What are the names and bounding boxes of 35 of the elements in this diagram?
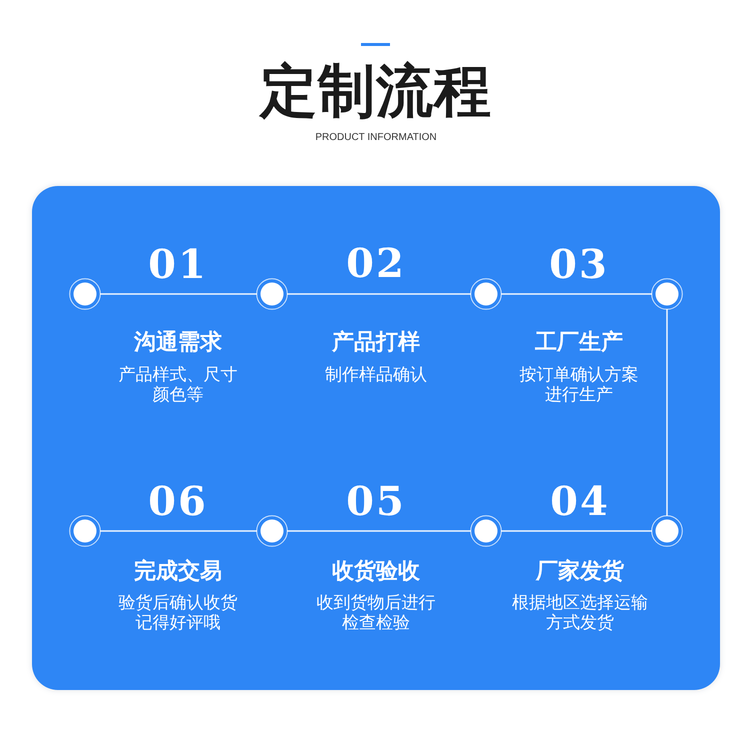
step-description: 按订单确认方案进行生产 xyxy=(518,365,640,405)
timeline-dot-icon xyxy=(256,278,288,310)
step-title: 工厂生产 xyxy=(535,330,623,356)
step-number: 06 xyxy=(148,480,208,524)
step-description: 产品样式、尺寸颜色等 xyxy=(118,365,238,405)
timeline-dot-icon xyxy=(69,278,101,310)
timeline-dot-icon xyxy=(470,278,502,310)
step-description: 根据地区选择运输方式发货 xyxy=(511,593,649,633)
connector-line xyxy=(501,530,652,532)
step-title: 沟通需求 xyxy=(134,330,222,356)
subtitle: PRODUCT INFORMATION xyxy=(315,132,437,144)
timeline-dot-icon xyxy=(69,515,101,547)
title: 定制流程 xyxy=(260,60,492,124)
step-description: 制作样品确认 xyxy=(325,365,427,385)
step-description: 收到货物后进行检查检验 xyxy=(316,593,436,633)
step-number: 04 xyxy=(550,480,610,524)
timeline-dot-icon xyxy=(256,515,288,547)
step-number: 01 xyxy=(148,243,208,287)
step-number: 02 xyxy=(346,242,406,286)
step-title: 收货验收 xyxy=(332,558,420,586)
connector-line xyxy=(100,530,257,532)
timeline-dot-icon xyxy=(651,515,683,547)
step-number: 03 xyxy=(549,243,609,287)
connector-line xyxy=(287,293,471,295)
step-number: 05 xyxy=(346,480,406,524)
connector-line xyxy=(501,293,652,295)
connector-line xyxy=(100,293,257,295)
timeline-dot-icon xyxy=(651,278,683,310)
connector-line xyxy=(287,530,471,532)
connector-line xyxy=(666,309,668,516)
timeline-dot-icon xyxy=(470,515,502,547)
step-title: 产品打样 xyxy=(332,330,420,356)
step-description: 验货后确认收货记得好评哦 xyxy=(118,593,238,633)
step-title: 厂家发货 xyxy=(536,558,624,586)
step-title: 完成交易 xyxy=(134,558,222,586)
